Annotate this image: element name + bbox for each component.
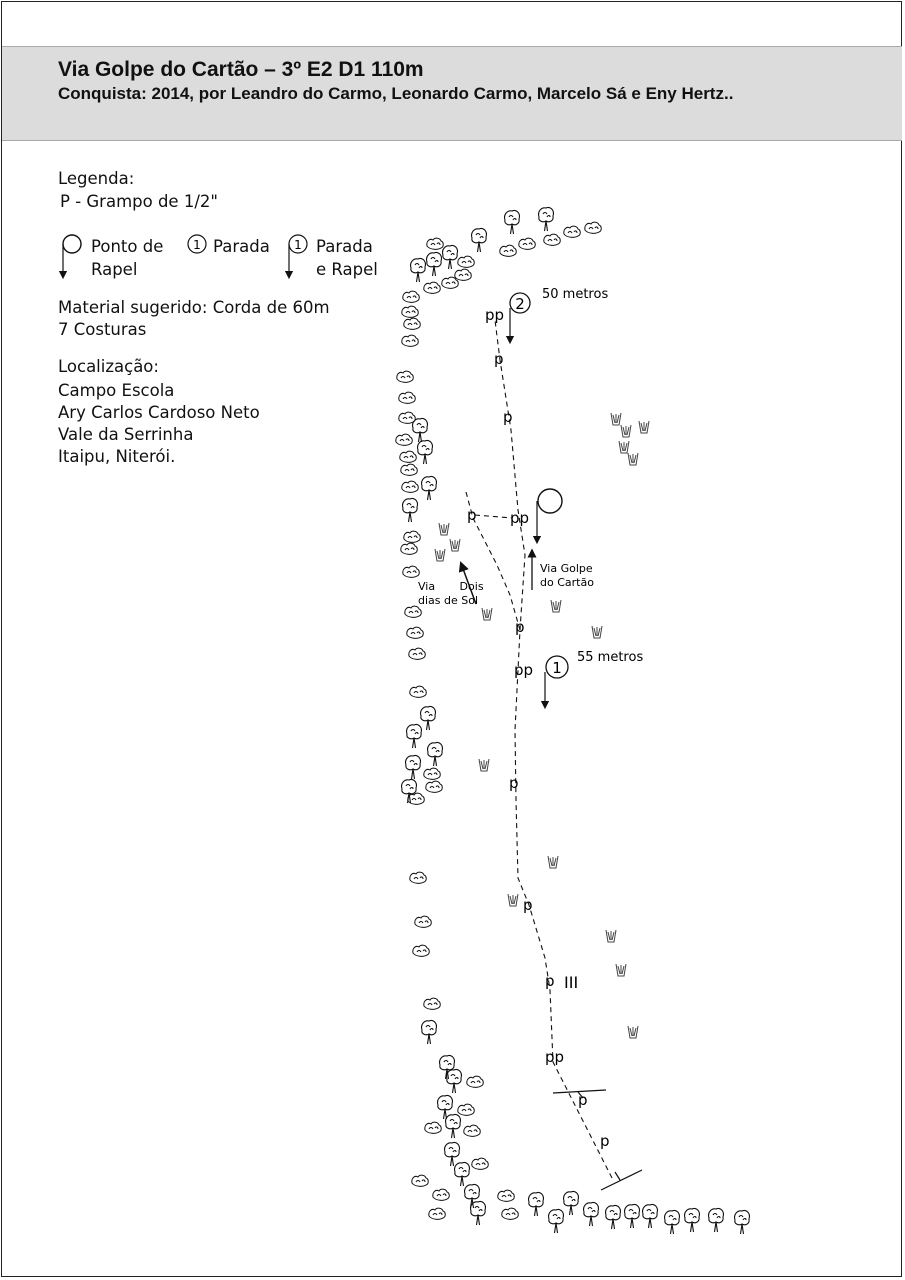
location-heading: Localização: — [58, 357, 159, 376]
location-line: Campo Escola — [58, 381, 175, 400]
route-start-mark — [552, 1089, 643, 1191]
bolt-marks: pp p p p pp p pp p p p pp p p — [467, 306, 610, 1150]
bolt-double: pp — [545, 1048, 564, 1066]
bolt: p — [600, 1132, 610, 1150]
legend-belay-rappel-line2: e Rapel — [316, 260, 378, 279]
vegetation — [395, 206, 751, 1235]
bolt: p — [578, 1091, 588, 1109]
legend-rappel-point-line1: Ponto de — [91, 237, 164, 256]
neighbor-route-line — [465, 491, 521, 631]
bolt: p — [515, 618, 525, 636]
location-line: Ary Carlos Cardoso Neto — [58, 403, 260, 422]
belay-1-number: 1 — [552, 659, 562, 677]
route-label-line2: do Cartão — [540, 576, 594, 589]
belay-legend-number: 1 — [193, 238, 201, 252]
bolt-double: pp — [514, 661, 533, 679]
route-label-line1: Via Golpe — [540, 562, 593, 575]
belay-2-number: 2 — [515, 295, 525, 313]
belay-2-distance: 50 metros — [542, 287, 608, 302]
bolt: p — [523, 896, 533, 914]
grade-mark: III — [564, 973, 578, 992]
belay-rappel-legend-icon: 1 — [284, 234, 308, 280]
rappel-point-legend-icon — [58, 234, 82, 280]
legend-bolt: P - Grampo de 1/2" — [60, 192, 218, 211]
belay-1-distance: 55 metros — [577, 650, 643, 665]
neighbor-label-line2: dias de Sol — [418, 594, 478, 607]
location-line: Itaipu, Niterói. — [58, 447, 176, 466]
material-line1: Material sugerido: Corda de 60m — [58, 298, 330, 317]
bolt: p — [503, 408, 513, 426]
bolt: p — [545, 972, 555, 990]
rappel-point-icon — [532, 488, 563, 545]
route-line — [494, 319, 613, 1179]
page-subtitle: Conquista: 2014, por Leandro do Carmo, L… — [58, 84, 734, 103]
legend-rappel-point-line2: Rapel — [91, 260, 138, 279]
belay-legend-icon: 1 — [187, 234, 207, 254]
neighbor-label-line1: Via Dois — [418, 580, 484, 593]
legend-heading: Legenda: — [58, 169, 135, 188]
legend-belay-rappel-line1: Parada — [316, 237, 373, 256]
bolt: p — [494, 350, 504, 368]
bolt: p — [509, 774, 519, 792]
header-band — [2, 46, 902, 141]
location-line: Vale da Serrinha — [58, 425, 194, 444]
material-line2: 7 Costuras — [58, 320, 147, 339]
belay-1-icon: 1 — [540, 655, 569, 710]
neighbor-label-arrow — [458, 561, 477, 605]
bolt-double: pp — [485, 306, 504, 324]
belay-rappel-legend-number: 1 — [294, 238, 302, 252]
legend-belay-label: Parada — [213, 237, 270, 256]
page-title: Via Golpe do Cartão – 3º E2 D1 110m — [58, 58, 424, 81]
bolt-double: pp — [510, 509, 529, 527]
belay-2-icon: 2 — [505, 292, 531, 345]
bolt: p — [467, 506, 477, 524]
